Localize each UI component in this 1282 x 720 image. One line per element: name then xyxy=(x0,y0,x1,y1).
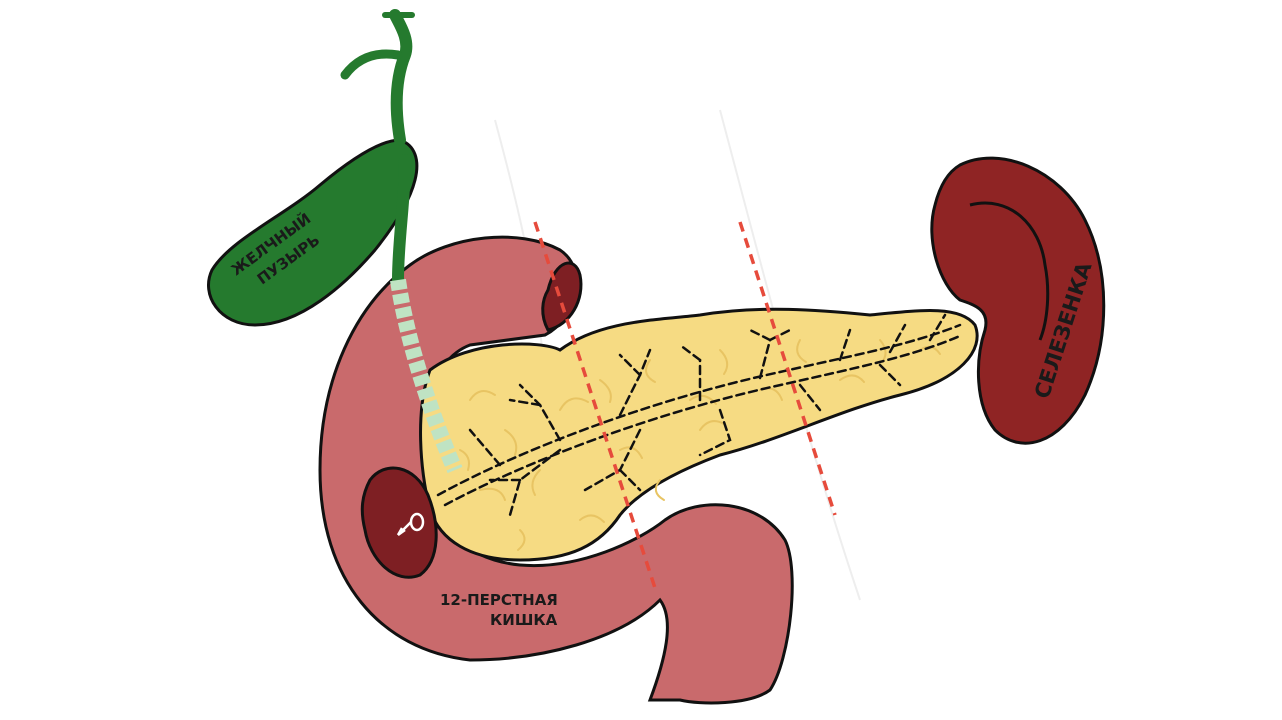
pancreas-texture xyxy=(459,339,941,551)
gallbladder xyxy=(207,138,419,327)
hepatic-duct-branch xyxy=(340,49,403,80)
duct-lower xyxy=(392,154,411,286)
common-hepatic-duct xyxy=(389,9,413,146)
spleen xyxy=(930,156,1106,445)
papilla-area xyxy=(360,466,438,579)
spleen-fold-line xyxy=(969,201,1050,341)
duodenum-label-line1: 12-ПЕРСТНАЯ xyxy=(440,591,558,609)
papilla-opening-icon xyxy=(396,512,425,537)
cut-line-head xyxy=(533,221,657,589)
duodenum xyxy=(318,235,794,705)
pancreatic-ducts xyxy=(436,313,964,517)
bile-duct xyxy=(340,9,415,286)
intrapancreatic-bile-duct xyxy=(390,278,463,474)
duodenum-label-line2: КИШКА xyxy=(490,611,558,629)
cut-line-body xyxy=(738,221,837,516)
resection-cut-lines xyxy=(533,221,837,589)
